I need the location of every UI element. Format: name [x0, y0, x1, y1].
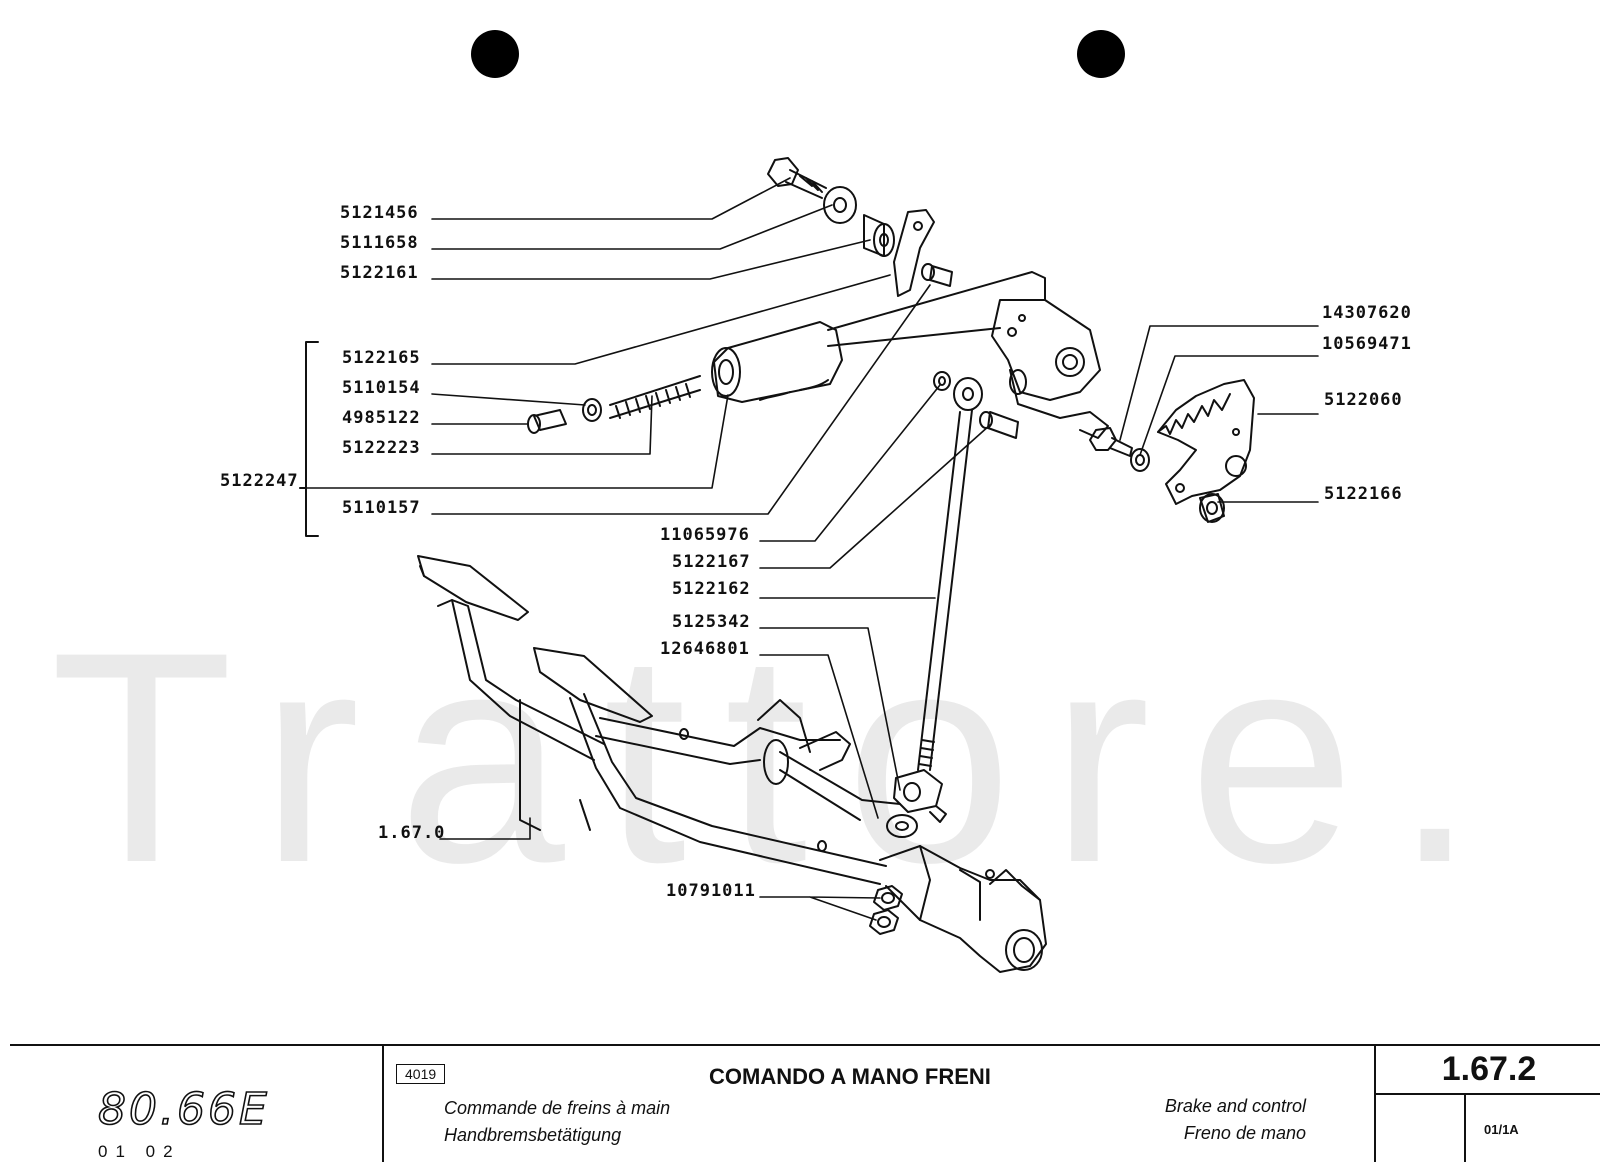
- callout-5111658: 5111658: [340, 233, 419, 253]
- handbrake-lever: [711, 271, 1109, 439]
- washer-5110154: [582, 398, 602, 422]
- title-english: Brake and control: [1164, 1096, 1306, 1116]
- sheet-number: 1.67.2: [1441, 1050, 1537, 1088]
- sheet-subdivider: [1464, 1093, 1466, 1162]
- exploded-parts-drawing: [299, 157, 1319, 973]
- washer-10569471: [1130, 448, 1150, 472]
- callout-10569471: 10569471: [1322, 334, 1412, 354]
- callout-5122060: 5122060: [1324, 390, 1403, 410]
- rod-5122162: [917, 377, 983, 771]
- revision-numbers: 01 02: [98, 1142, 181, 1161]
- callout-11065976: 11065976: [660, 525, 750, 545]
- sheet-divider: [1376, 1093, 1600, 1095]
- bolt-5121456: [767, 157, 827, 199]
- callout-5110157: 5110157: [342, 498, 421, 518]
- callout-5121456: 5121456: [340, 203, 419, 223]
- callout-5122166: 5122166: [1324, 484, 1403, 504]
- plate-5122165: [893, 209, 935, 297]
- callout-5122162: 5122162: [672, 579, 751, 599]
- punch-hole-left: [471, 30, 519, 78]
- model-number: 80.66E: [97, 1083, 270, 1136]
- title-german: Handbremsbetätigung: [444, 1125, 622, 1145]
- punch-hole-right: [1077, 30, 1125, 78]
- callout-5122167: 5122167: [672, 552, 751, 572]
- group-bracket: [305, 341, 319, 537]
- callout-5122165: 5122165: [342, 348, 421, 368]
- washer-5111658: [823, 186, 857, 224]
- callout-1.67.0: 1.67.0: [378, 823, 446, 843]
- callout-10791011: 10791011: [666, 881, 756, 901]
- title-cell: 4019 COMANDO A MANO FRENI Commande de fr…: [382, 1046, 1376, 1162]
- ratchet-sector-5122060: [1157, 379, 1255, 505]
- callout-5122161: 5122161: [340, 263, 419, 283]
- callout-5125342: 5125342: [672, 612, 751, 632]
- sheet-cell: 1.67.2 01/1A: [1374, 1046, 1600, 1162]
- callout-5110154: 5110154: [342, 378, 421, 398]
- washer-11065976: [933, 371, 951, 391]
- callout-5122247: 5122247: [220, 471, 299, 491]
- sheet-code: 01/1A: [1484, 1122, 1519, 1137]
- bush-5122166: [1199, 493, 1225, 523]
- title-block: 80.66E 01 02 4019 COMANDO A MANO FRENI C…: [10, 1044, 1600, 1162]
- reference-code: 4019: [396, 1064, 446, 1084]
- washer-12646801: [886, 814, 918, 838]
- callout-4985122: 4985122: [342, 408, 421, 428]
- title-french: Commande de freins à main: [444, 1098, 671, 1118]
- callout-5122223: 5122223: [342, 438, 421, 458]
- callout-12646801: 12646801: [660, 639, 750, 659]
- leader-lines: [299, 177, 1319, 921]
- bush-5122161: [863, 214, 895, 257]
- spring-5122223: [609, 375, 701, 419]
- nuts-10791011: [869, 885, 903, 935]
- callout-14307620: 14307620: [1322, 303, 1412, 323]
- title-subtitle: Freno de mano: [1183, 1123, 1306, 1143]
- pin-4985122: [527, 409, 567, 434]
- title-italian: COMANDO A MANO FRENI: [709, 1064, 991, 1089]
- pedal-assembly-1.67.0: [417, 555, 1047, 973]
- bolt-14307620: [1089, 427, 1133, 457]
- clevis-5125342: [893, 769, 947, 823]
